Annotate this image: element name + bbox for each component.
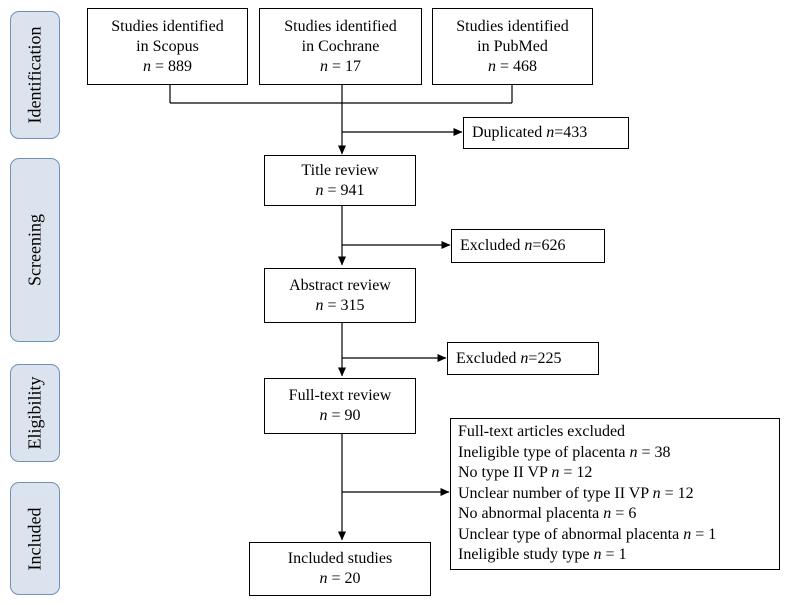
fulltext-excluded-box: Full-text articles excluded Ineligible t…	[450, 418, 780, 570]
stage-identification: Identification	[10, 11, 60, 139]
exclusion-reason: Ineligible type of placenta n = 38	[458, 443, 671, 461]
count-duplicated: 433	[563, 124, 588, 141]
source-cochrane-box: Studies identified in Cochrane n = 17	[259, 8, 422, 85]
count-excluded-abstract: 225	[537, 349, 562, 367]
excluded-title-box: Excluded n = 626	[451, 229, 605, 263]
count-fulltext-review: 90	[344, 407, 361, 424]
fulltext-excluded-heading: Full-text articles excluded	[458, 423, 626, 440]
excluded-abstract-box: Excluded n = 225	[447, 342, 599, 375]
duplicated-box: Duplicated n = 433	[463, 117, 629, 149]
count-abstract-review: 315	[340, 296, 365, 314]
exclusion-reason: Unclear number of type II VP n = 12	[458, 484, 694, 502]
included-studies-box: Included studies n = 20	[249, 542, 431, 596]
exclusion-reason: No type II VP n = 12	[458, 464, 593, 481]
count-excluded-title: 626	[541, 237, 566, 254]
count-scopus: 889	[168, 57, 193, 75]
count-cochrane: 17	[345, 57, 362, 75]
count-included: 20	[344, 570, 361, 587]
source-scopus-box: Studies identified in Scopus n = 889	[87, 8, 248, 85]
stage-included: Included	[10, 482, 60, 595]
exclusion-reason: Ineligible study type n = 1	[458, 546, 627, 563]
exclusion-reason: Unclear type of abnormal placenta n = 1	[458, 525, 717, 543]
count-pubmed: 468	[513, 57, 538, 75]
source-pubmed-box: Studies identified in PubMed n = 468	[432, 8, 593, 85]
abstract-review-box: Abstract review n = 315	[264, 268, 416, 323]
exclusion-reason: No abnormal placenta n = 6	[458, 505, 637, 522]
count-title-review: 941	[340, 181, 365, 199]
stage-screening: Screening	[10, 158, 60, 342]
stage-eligibility: Eligibility	[10, 364, 60, 462]
title-review-box: Title review n = 941	[264, 155, 416, 206]
fulltext-review-box: Full-text review n = 90	[264, 378, 416, 434]
